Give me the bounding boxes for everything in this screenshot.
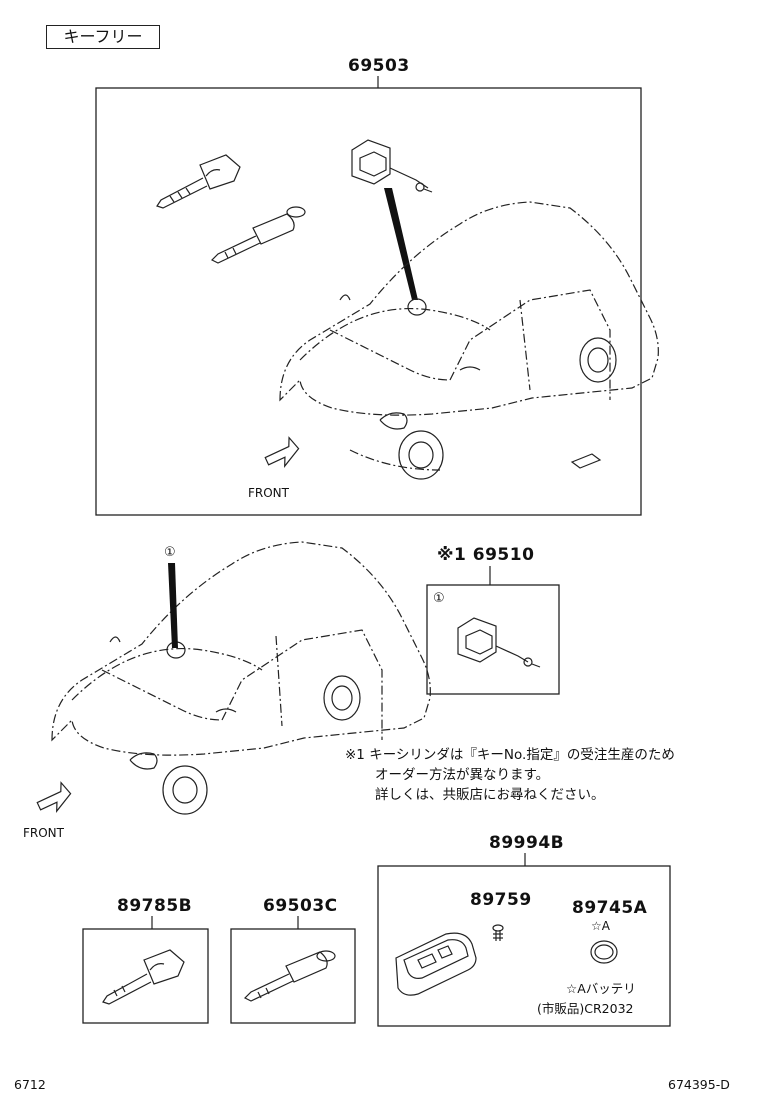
- battery-label-line1: ☆Aバッテリ: [566, 981, 636, 996]
- circle-one-marker-car: ①: [164, 545, 176, 560]
- part-number-89759[interactable]: 89759: [470, 890, 532, 910]
- leader-arrow-bottom: [168, 563, 178, 648]
- note-line-3: 詳しくは、共販店にお尋ねください。: [375, 787, 605, 803]
- part-box-69510: [426, 566, 560, 695]
- assembly-frame-69503: [95, 76, 642, 516]
- page-title: キーフリー: [46, 25, 160, 49]
- battery-label-line2: (市販品)CR2032: [537, 1001, 634, 1016]
- keyfob-slot-icon: [570, 453, 602, 469]
- part-number-89994b[interactable]: 89994B: [489, 833, 565, 853]
- part-box-89994b: [377, 853, 671, 1027]
- circle-one-marker-box: ①: [433, 591, 445, 606]
- part-number-69503[interactable]: 69503: [348, 56, 410, 76]
- car-outline-bottom: [51, 541, 431, 815]
- key-cylinder-icon-top: [351, 139, 433, 193]
- part-number-69503c[interactable]: 69503C: [263, 896, 338, 916]
- part-box-69503c: [230, 916, 356, 1024]
- footer-figure-code: 674395-D: [668, 1077, 730, 1092]
- key-icon-top-1: [156, 154, 241, 209]
- footer-page-code: 6712: [14, 1077, 46, 1092]
- leader-arrow-top: [384, 188, 418, 300]
- part-number-89745a[interactable]: 89745A: [572, 898, 648, 918]
- front-arrow-top: [264, 436, 300, 468]
- key-icon-top-2: [210, 206, 306, 264]
- star-a-marker: ☆A: [591, 919, 610, 933]
- note-line-2: オーダー方法が異なります。: [375, 767, 550, 783]
- keyfob-remote-icon: [395, 932, 477, 996]
- part-number-69510[interactable]: ※1 69510: [437, 545, 535, 565]
- front-arrow-bottom: [36, 781, 72, 813]
- note-line-1: ※1 キーシリンダは『キーNo.指定』の受注生産のため: [345, 747, 675, 763]
- part-box-89785b: [82, 916, 209, 1024]
- part-number-89785b[interactable]: 89785B: [117, 896, 193, 916]
- screw-icon-89759: [492, 924, 504, 941]
- car-outline-top: [279, 201, 659, 480]
- front-label-top: FRONT: [248, 486, 289, 500]
- front-label-bottom: FRONT: [23, 826, 64, 840]
- battery-icon-cr2032: [590, 940, 618, 964]
